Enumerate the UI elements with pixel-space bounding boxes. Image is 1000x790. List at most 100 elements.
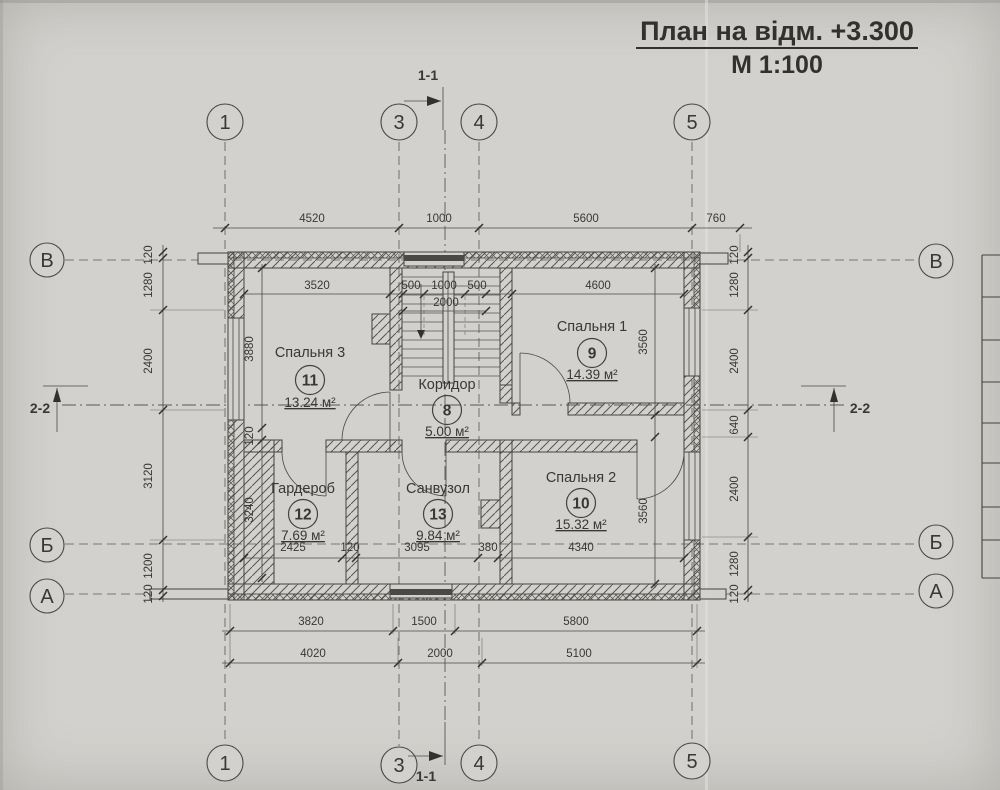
room-name: Санвузол: [406, 481, 470, 497]
room-name: Спальня 1: [557, 319, 627, 335]
section-2-2-left: 2-2: [30, 385, 88, 432]
drawing-title: План на відм. +3.300 М 1:100: [636, 16, 918, 79]
dim-bottom-inner-5: 4340: [568, 542, 594, 554]
dim-left-outer-5: 1200: [143, 553, 155, 579]
dim-bottom2-1: 4020: [300, 648, 326, 660]
bedroom2-north-wall: [511, 439, 638, 453]
room-area: 7.69 м²: [281, 528, 325, 543]
door-bedroom2: [636, 451, 685, 500]
axis-markers: 1 3 4 5 1 3 4 5 В Б А В Б А: [29, 103, 954, 784]
door-bedroom1: [519, 352, 571, 404]
wardrobe-east-wall: [345, 451, 359, 585]
stair-left-wall: [389, 267, 403, 391]
axis-row-a-left: А: [29, 578, 65, 614]
axis-label: 1: [219, 753, 230, 775]
axis-col-4-top: 4: [460, 103, 498, 141]
dim-bottom1-1: 3820: [298, 616, 324, 628]
title-text: План на відм. +3.300: [640, 16, 914, 46]
axis-row-b-right: Б: [918, 524, 954, 560]
dim-right-outer-2: 1280: [729, 272, 741, 298]
bedroom1-south-wall: [567, 402, 685, 416]
section-arrow-icon: [427, 96, 441, 106]
room-name: Гардероб: [271, 481, 335, 497]
dim-bottom1-2: 1500: [411, 616, 437, 628]
dim-right-inner-1: 3560: [638, 329, 650, 355]
room-bedroom2: Спальня 2 10 15.32 м²: [546, 470, 616, 532]
axis-label: В: [929, 251, 942, 273]
axis-grid-lines: [62, 130, 917, 746]
dim-bottom-inner-2: 120: [340, 542, 359, 554]
dim-left-outer-1: 120: [143, 245, 155, 264]
dim-top-inner-1: 3520: [304, 280, 330, 292]
dim-right-outer-1: 120: [729, 245, 741, 264]
axis-col-3-bottom: 3: [380, 746, 418, 784]
door-bedroom3: [341, 391, 391, 441]
dim-top-outer-1: 4520: [299, 213, 325, 225]
axis-col-1-top: 1: [206, 103, 244, 141]
axis-row-v-left: В: [29, 242, 65, 278]
room-corridor: Коридор 8 5.00 м²: [418, 377, 475, 439]
dim-right-outer-7: 120: [729, 584, 741, 603]
room-bedroom1: Спальня 1 9 14.39 м²: [557, 319, 627, 382]
window-top-stairwell: [403, 251, 465, 267]
dim-bottom2-2: 2000: [427, 648, 453, 660]
dim-top-inner-4: 500: [467, 280, 486, 292]
axis-label: 3: [393, 112, 404, 134]
section-arrow-icon: [830, 388, 838, 402]
section-1-1-bottom: 1-1: [408, 722, 446, 784]
stair-down-arrow-icon: [417, 330, 425, 339]
room-number: 13: [429, 507, 447, 524]
axis-col-5-top: 5: [673, 103, 711, 141]
axis-col-5-bottom: 5: [673, 742, 711, 780]
room-area: 15.32 м²: [555, 517, 607, 532]
axis-label: 1: [219, 112, 230, 134]
axis-row-v-right: В: [918, 243, 954, 279]
axis-label: Б: [40, 535, 53, 557]
room-name: Спальня 2: [546, 470, 616, 486]
axis-label: 5: [686, 112, 697, 134]
dim-left-inner-1: 3880: [244, 336, 256, 362]
section-label: 2-2: [30, 400, 50, 416]
dim-right-inner-2: 3560: [638, 498, 650, 524]
scale-text: М 1:100: [731, 51, 823, 79]
dimension-chains: [158, 223, 753, 668]
dim-top-inner-5: 4600: [585, 280, 611, 292]
dim-left-outer-4: 3120: [143, 463, 155, 489]
dim-right-outer-5: 2400: [729, 476, 741, 502]
dim-top-outer-3: 5600: [573, 213, 599, 225]
door-bathroom: [401, 451, 447, 497]
section-label: 2-2: [850, 400, 870, 416]
room-area: 13.24 м²: [284, 395, 336, 410]
dim-bottom-inner-3: 3095: [404, 542, 430, 554]
room-number: 12: [294, 507, 311, 524]
dim-right-outer-6: 1280: [729, 551, 741, 577]
axis-row-b-left: Б: [29, 527, 65, 563]
dim-top-inner-2: 500: [401, 280, 420, 292]
room-wardrobe: Гардероб 12 7.69 м²: [271, 481, 335, 543]
room-area: 14.39 м²: [566, 367, 618, 382]
dim-top-inner2-1: 2000: [433, 297, 459, 309]
axis-label: 4: [473, 753, 484, 775]
stair-right-wall: [499, 267, 513, 386]
room-number: 10: [572, 496, 589, 513]
stair-stringer: [442, 271, 455, 384]
doors: [281, 352, 685, 500]
dim-top-outer-2: 1000: [426, 213, 452, 225]
bathroom-niche: [480, 499, 501, 529]
axis-label: 4: [473, 112, 484, 134]
axis-label: В: [40, 250, 53, 272]
axis-col-1-bottom: 1: [206, 744, 244, 782]
axis-label: А: [929, 581, 943, 603]
room-number: 11: [302, 373, 319, 390]
axis-label: А: [40, 586, 54, 608]
room-bathroom: Санвузол 13 9.84 м²: [406, 481, 470, 543]
section-arrow-icon: [53, 388, 61, 402]
dim-left-outer-3: 2400: [143, 348, 155, 374]
dim-top-inner-3: 1000: [431, 280, 457, 292]
dim-right-outer-4: 640: [729, 415, 741, 434]
room-area: 9.84 м²: [416, 528, 460, 543]
bathroom-east-wall: [499, 451, 513, 585]
